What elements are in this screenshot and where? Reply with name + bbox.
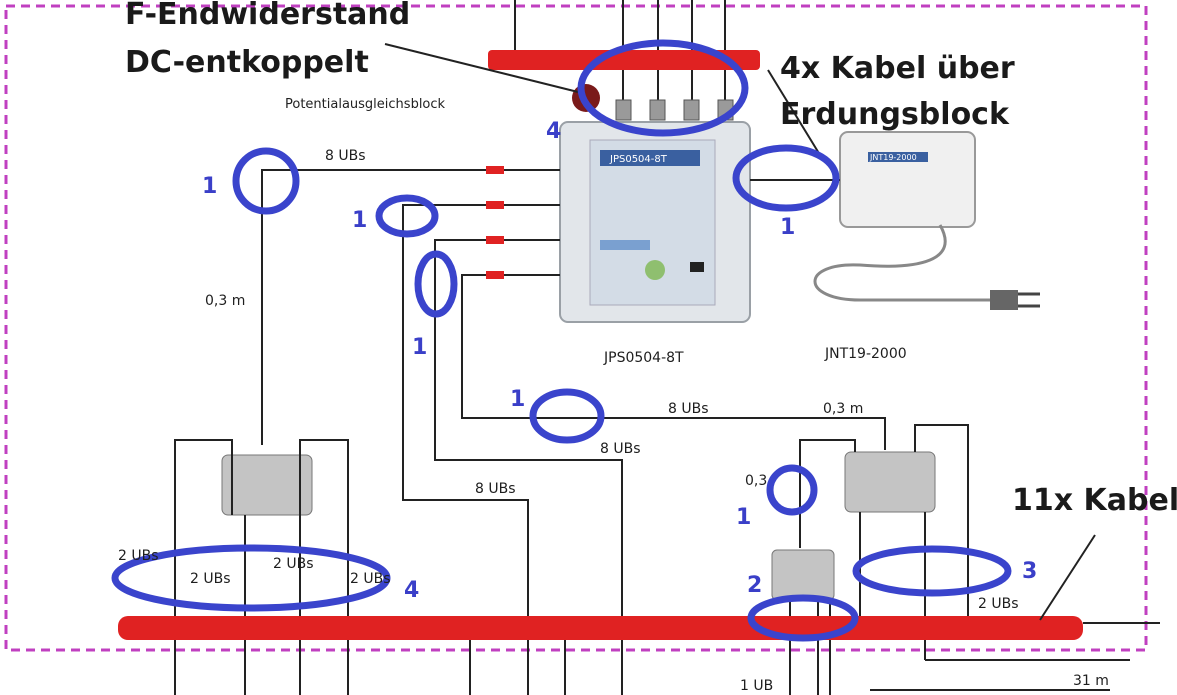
- marker-1-f: 1: [736, 505, 751, 530]
- top-connectors: [615, 99, 734, 121]
- ubs-2-c-label: 2 UBs: [273, 556, 314, 572]
- marker-1-c: 1: [412, 335, 427, 360]
- multiswitch-input-wires: [261, 166, 886, 695]
- length-small-label: 0,3: [745, 473, 767, 489]
- marker-2: 2: [747, 573, 762, 598]
- ubs-8-mid-label: 8 UBs: [668, 401, 709, 417]
- highlight-rings: [111, 39, 1012, 642]
- pointer-line-cables-count: [1039, 534, 1096, 621]
- cables-title: 4x Kabel über: [780, 51, 1015, 86]
- power-supply-device: [813, 131, 1040, 310]
- device-screen-label: JPS0504-8T: [609, 154, 668, 165]
- splitter-left: [174, 439, 349, 695]
- bottom-wires: [174, 640, 1110, 695]
- length-left-label: 0,3 m: [205, 293, 245, 309]
- psu-model-label: JNT19-2000: [824, 346, 907, 362]
- ground-bar-bottom: [118, 616, 1083, 640]
- ubs-2-e-label: 2 UBs: [978, 596, 1019, 612]
- ubs-8-left-label: 8 UBs: [475, 481, 516, 497]
- marker-1-d: 1: [780, 215, 795, 240]
- ubs-2-b-label: 2 UBs: [190, 571, 231, 587]
- psu-screen-label: JNT19-2000: [869, 153, 917, 162]
- length-31-label: 31 m: [1073, 673, 1109, 689]
- pointer-line-cables: [767, 69, 821, 156]
- marker-4-top: 4: [546, 119, 561, 144]
- f-resistor-subtitle: DC-entkoppelt: [125, 45, 369, 80]
- marker-1-e: 1: [510, 387, 525, 412]
- ubs-2-d-label: 2 UBs: [350, 571, 391, 587]
- ubs-2-a-label: 2 UBs: [118, 548, 159, 564]
- marker-1-b: 1: [352, 208, 367, 233]
- pointer-line-resistor: [384, 43, 579, 93]
- marker-3: 3: [1022, 559, 1037, 584]
- cable-count-label: 11x Kabel: [1012, 483, 1177, 518]
- grounding-block-bar: [488, 50, 760, 70]
- cables-subtitle: Erdungsblock: [780, 97, 1010, 132]
- ubs-8-mid2-label: 8 UBs: [600, 441, 641, 457]
- marker-4-bottom: 4: [404, 578, 419, 603]
- ub-1-label: 1 UB: [740, 678, 773, 694]
- marker-1-a: 1: [202, 174, 217, 199]
- potential-block-label: Potentialausgleichsblock: [285, 97, 446, 112]
- multiswitch-model-label: JPS0504-8T: [603, 350, 684, 366]
- f-resistor-title: F-Endwiderstand: [125, 0, 410, 32]
- boundary-frame: [4, 4, 1148, 652]
- length-right-label: 0,3 m: [823, 401, 863, 417]
- ubs-8-top-label: 8 UBs: [325, 148, 366, 164]
- multiswitch-device: [559, 121, 751, 323]
